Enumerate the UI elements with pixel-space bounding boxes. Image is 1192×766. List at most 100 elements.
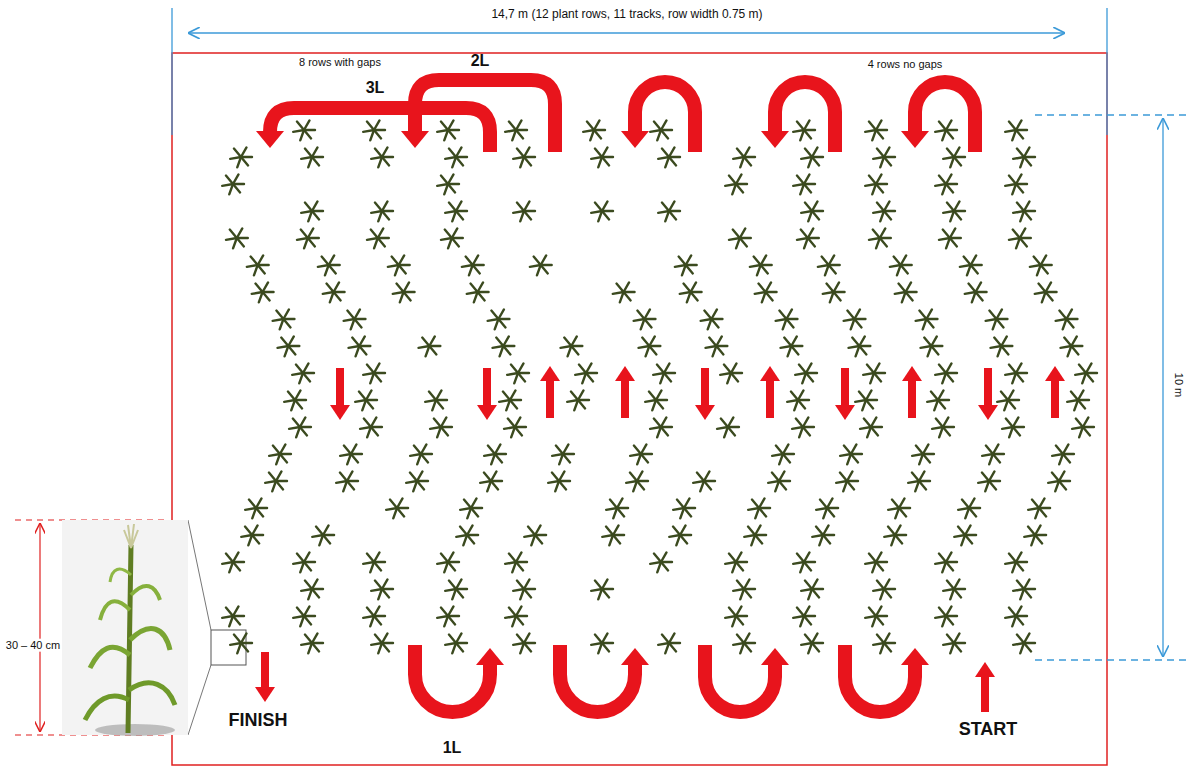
plant-leaf: [1020, 238, 1027, 246]
plant-leaf: [371, 211, 382, 213]
plant-leaf: [575, 373, 586, 375]
plant-leaf: [888, 508, 899, 510]
plant-leaf: [1013, 427, 1020, 435]
plant-leaf: [508, 419, 515, 427]
plant-leaf: [1016, 184, 1023, 192]
plant-leaf: [1071, 392, 1078, 400]
plant-leaf: [1086, 373, 1093, 381]
plant-symbol: [1002, 417, 1024, 437]
plant-leaf: [1034, 257, 1041, 265]
plant-leaf: [947, 149, 954, 157]
plant-leaf: [312, 633, 318, 643]
plant-leaf: [382, 589, 389, 597]
plant-leaf: [662, 203, 669, 211]
plant-symbol: [795, 363, 817, 383]
plant-leaf: [851, 444, 857, 454]
plant-leaf: [511, 365, 518, 373]
plant-leaf: [759, 508, 766, 516]
note-text: 4 rows no gaps: [868, 58, 943, 71]
plant-symbol: [462, 255, 484, 275]
plant-leaf: [935, 616, 946, 618]
plant-leaf: [449, 635, 456, 643]
dimension-text: 14,7 m (12 plant rows, 11 tracks, row wi…: [489, 8, 764, 22]
plant-leaf: [797, 608, 804, 616]
plant-leaf: [804, 616, 811, 624]
plant-leaf: [784, 338, 791, 346]
plant-leaf: [962, 500, 969, 508]
plant-leaf: [877, 635, 884, 643]
plant-leaf: [297, 608, 304, 616]
plant-leaf: [1009, 365, 1016, 373]
plant-symbol: [297, 228, 319, 248]
plant-leaf: [950, 238, 957, 246]
plant-symbol: [460, 498, 482, 518]
plant-leaf: [812, 633, 818, 643]
plant-leaf: [946, 130, 953, 138]
plant-leaf: [834, 292, 841, 300]
plant-leaf: [801, 211, 812, 213]
plant-leaf: [859, 346, 866, 354]
plant-leaf: [931, 336, 937, 346]
plant-symbol: [705, 336, 727, 356]
plant-leaf: [304, 552, 310, 562]
plant-leaf: [840, 473, 847, 481]
plant-leaf: [441, 608, 448, 616]
track-arrow: [415, 645, 490, 712]
plant-leaf: [644, 319, 651, 327]
plant-leaf: [449, 149, 456, 157]
plant-leaf: [759, 498, 765, 508]
plant-symbol: [823, 282, 845, 302]
plant-leaf: [684, 508, 691, 516]
track-arrows: [255, 80, 1065, 712]
plant-leaf: [513, 157, 524, 159]
plant-leaf: [865, 184, 876, 186]
plant-leaf: [1017, 581, 1024, 589]
plant-leaf: [1032, 500, 1039, 508]
plant-leaf: [524, 211, 531, 219]
plant-leaf: [292, 373, 303, 375]
plant-leaf: [230, 643, 241, 645]
plant-symbol: [492, 336, 514, 356]
plant-leaf: [289, 427, 300, 429]
plant-leaf: [884, 211, 891, 219]
plant-leaf: [939, 365, 946, 373]
plant-leaf: [935, 130, 946, 132]
plant-leaf: [791, 336, 797, 346]
plant-symbol: [323, 282, 345, 302]
plant-symbol: [371, 201, 393, 221]
plant-symbol: [277, 336, 299, 356]
plant-symbol: [939, 228, 961, 248]
plant-leaf: [744, 147, 750, 157]
plant-leaf: [943, 211, 954, 213]
plant-symbol: [638, 336, 660, 356]
arrow-head: [401, 131, 429, 148]
plant-leaf: [323, 292, 334, 294]
plant-leaf: [478, 282, 484, 292]
plant-leaf: [374, 120, 380, 130]
plant-leaf: [1086, 363, 1092, 373]
plant-leaf: [504, 427, 515, 429]
plant-leaf: [1056, 319, 1067, 321]
plant-leaf: [513, 211, 524, 213]
plant-leaf: [1035, 292, 1046, 294]
plant-leaf: [637, 471, 643, 481]
plant-leaf: [602, 643, 609, 651]
plant-leaf: [1083, 427, 1090, 435]
plant-leaf: [976, 282, 982, 292]
plant-leaf: [1064, 338, 1071, 346]
plant-symbol: [247, 255, 269, 275]
plant-leaf: [258, 265, 265, 273]
plant-leaf: [1028, 527, 1035, 535]
plant-leaf: [943, 230, 950, 238]
plant-symbol: [301, 579, 323, 599]
plant-leaf: [390, 500, 397, 508]
plant-leaf: [530, 265, 541, 267]
plant-leaf: [505, 130, 516, 132]
plant-leaf: [736, 184, 743, 192]
plant-symbol: [801, 579, 823, 599]
plant-leaf: [295, 400, 302, 408]
plant-leaf: [1005, 562, 1016, 564]
plant-leaf: [303, 363, 309, 373]
plant-leaf: [491, 471, 497, 481]
plant-leaf: [873, 230, 880, 238]
